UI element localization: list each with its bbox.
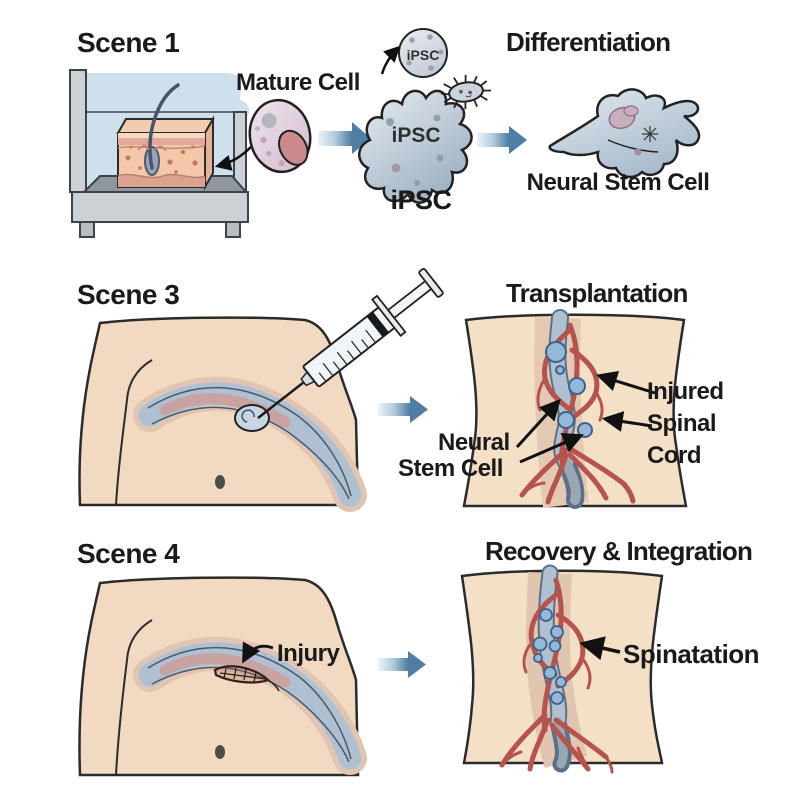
mature-cell-pointer-arrow — [214, 145, 253, 171]
flow-arrow-1 — [318, 122, 371, 154]
ipsc-colony-arrow — [380, 45, 401, 75]
injury-pointer-arrow — [242, 641, 274, 664]
injured-spinal-cord-label: Injured Spinal Cord — [647, 378, 724, 469]
scene3-title: Scene 3 — [77, 279, 180, 310]
scene1-illustration: iPSC iPSC — [69, 28, 701, 238]
scene3-annotation-arrows — [515, 370, 656, 464]
nsc-spiky-detail — [642, 126, 658, 142]
ipsc-colony-text: iPSC — [407, 47, 440, 63]
injury-lesion — [213, 665, 280, 692]
neural-label-line2: Stem Cell — [398, 455, 503, 482]
spiky-cell-icon — [440, 74, 492, 110]
injury-label: Injury — [277, 640, 340, 667]
syringe-illustration — [257, 268, 444, 419]
integrated-stem-cells — [532, 608, 567, 705]
spinatation-label: Spinatation — [623, 639, 760, 669]
spinatation-pointer-arrow — [579, 636, 621, 661]
scene4-torso-side — [78, 576, 367, 777]
neural-stem-cell-label: Neural Stem Cell — [526, 169, 710, 196]
scene3-illustration — [78, 268, 688, 512]
recovery-title: Recovery & Integration — [485, 536, 753, 566]
ipsc-caption: iPSC — [390, 185, 452, 215]
flow-arrow-4 — [378, 651, 426, 678]
scene1-title: Scene 1 — [77, 27, 180, 58]
scene4-torso-back — [460, 564, 664, 774]
mature-cell-illustration — [248, 98, 312, 174]
neural-label-line1: Neural — [438, 429, 510, 456]
flow-arrow-2 — [477, 126, 527, 154]
ipsc-colony-illustration: iPSC — [398, 28, 448, 78]
injection-site — [234, 404, 270, 432]
flow-arrow-3 — [378, 396, 428, 423]
skin-sample-illustration — [116, 83, 215, 191]
mature-cell-label: Mature Cell — [236, 69, 360, 96]
scene4-illustration — [78, 564, 664, 777]
scene4-title: Scene 4 — [77, 538, 180, 569]
ipsc-cell-illustration: iPSC — [358, 89, 473, 204]
scene3-torso-side — [78, 316, 367, 512]
ipsc-inner-text: iPSC — [391, 124, 440, 147]
differentiation-title: Differentiation — [506, 27, 671, 57]
neural-stem-cell-illustration — [548, 88, 701, 179]
transplantation-title: Transplantation — [506, 278, 688, 308]
